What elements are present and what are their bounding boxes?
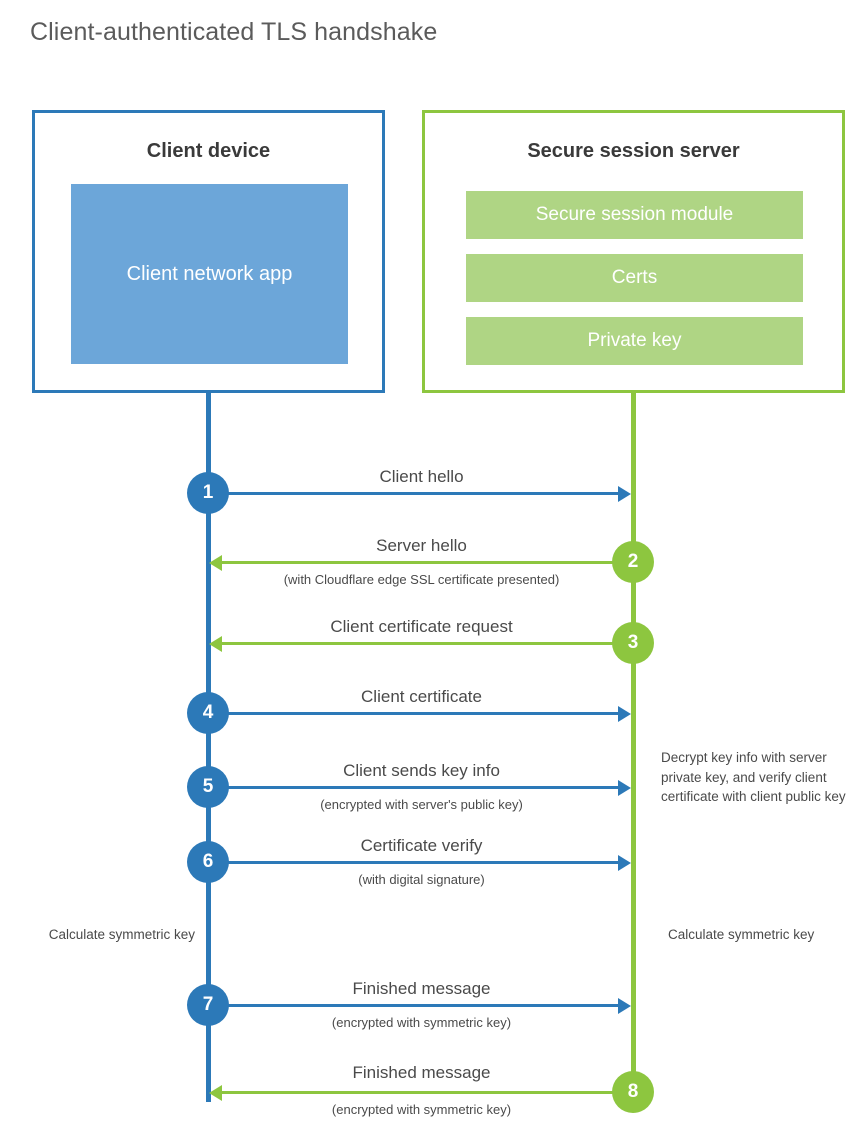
step-badge-3[interactable]: 3 [612, 622, 654, 664]
step-7-arrow-line [209, 1004, 621, 1007]
step-7-arrow-head-icon [618, 998, 631, 1014]
step-3-arrow-line [222, 642, 634, 645]
step-2-label: Server hello [376, 536, 467, 555]
step-2-arrow-head-icon [209, 555, 222, 571]
client-calculate-symmetric-key-note: Calculate symmetric key [48, 927, 195, 942]
step-2-sublabel: (with Cloudflare edge SSL certificate pr… [283, 572, 560, 587]
server-bar-private-key: Private key [466, 317, 803, 365]
page-title: Client-authenticated TLS handshake [30, 18, 438, 46]
step-badge-7[interactable]: 7 [187, 984, 229, 1026]
step-5-arrow-line [209, 786, 621, 789]
step-8-arrow-head-icon [209, 1085, 222, 1101]
server-lifeline [631, 392, 636, 1094]
secure-session-server-title: Secure session server [527, 140, 740, 162]
step-1-label: Client hello [379, 467, 464, 486]
step-1-arrow-head-icon [618, 486, 631, 502]
step-badge-4[interactable]: 4 [187, 692, 229, 734]
client-device-title: Client device [146, 140, 271, 162]
client-lifeline [206, 392, 211, 1102]
server-calculate-symmetric-key-note: Calculate symmetric key [668, 927, 815, 942]
server-bar-secure-session-module: Secure session module [466, 191, 803, 239]
step-badge-2[interactable]: 2 [612, 541, 654, 583]
step-6-label: Certificate verify [360, 836, 483, 855]
step-badge-6[interactable]: 6 [187, 841, 229, 883]
step-5-sublabel: (encrypted with server's public key) [320, 797, 523, 812]
server-decrypt-note: Decrypt key info with server private key… [661, 750, 846, 805]
server-bar-certs: Certs [466, 254, 803, 302]
step-8-sublabel: (encrypted with symmetric key) [331, 1102, 512, 1117]
step-8-arrow-line [222, 1091, 634, 1094]
client-network-app-block: Client network app [71, 184, 348, 364]
step-badge-8[interactable]: 8 [612, 1071, 654, 1113]
step-6-sublabel: (with digital signature) [358, 872, 485, 887]
secure-session-server-box: Secure session server Secure session mod… [422, 110, 845, 393]
step-3-arrow-head-icon [209, 636, 222, 652]
step-3-label: Client certificate request [330, 617, 513, 636]
step-6-arrow-head-icon [618, 855, 631, 871]
client-device-box: Client device Client network app [32, 110, 385, 393]
step-7-label: Finished message [352, 979, 491, 998]
step-1-arrow-line [209, 492, 621, 495]
step-5-arrow-head-icon [618, 780, 631, 796]
step-4-label: Client certificate [361, 687, 482, 706]
step-4-arrow-head-icon [618, 706, 631, 722]
step-badge-1[interactable]: 1 [187, 472, 229, 514]
step-2-arrow-line [222, 561, 634, 564]
step-4-arrow-line [209, 712, 621, 715]
step-badge-5[interactable]: 5 [187, 766, 229, 808]
step-6-arrow-line [209, 861, 621, 864]
step-8-label: Finished message [352, 1063, 491, 1082]
step-7-sublabel: (encrypted with symmetric key) [331, 1015, 512, 1030]
step-5-label: Client sends key info [343, 761, 500, 780]
